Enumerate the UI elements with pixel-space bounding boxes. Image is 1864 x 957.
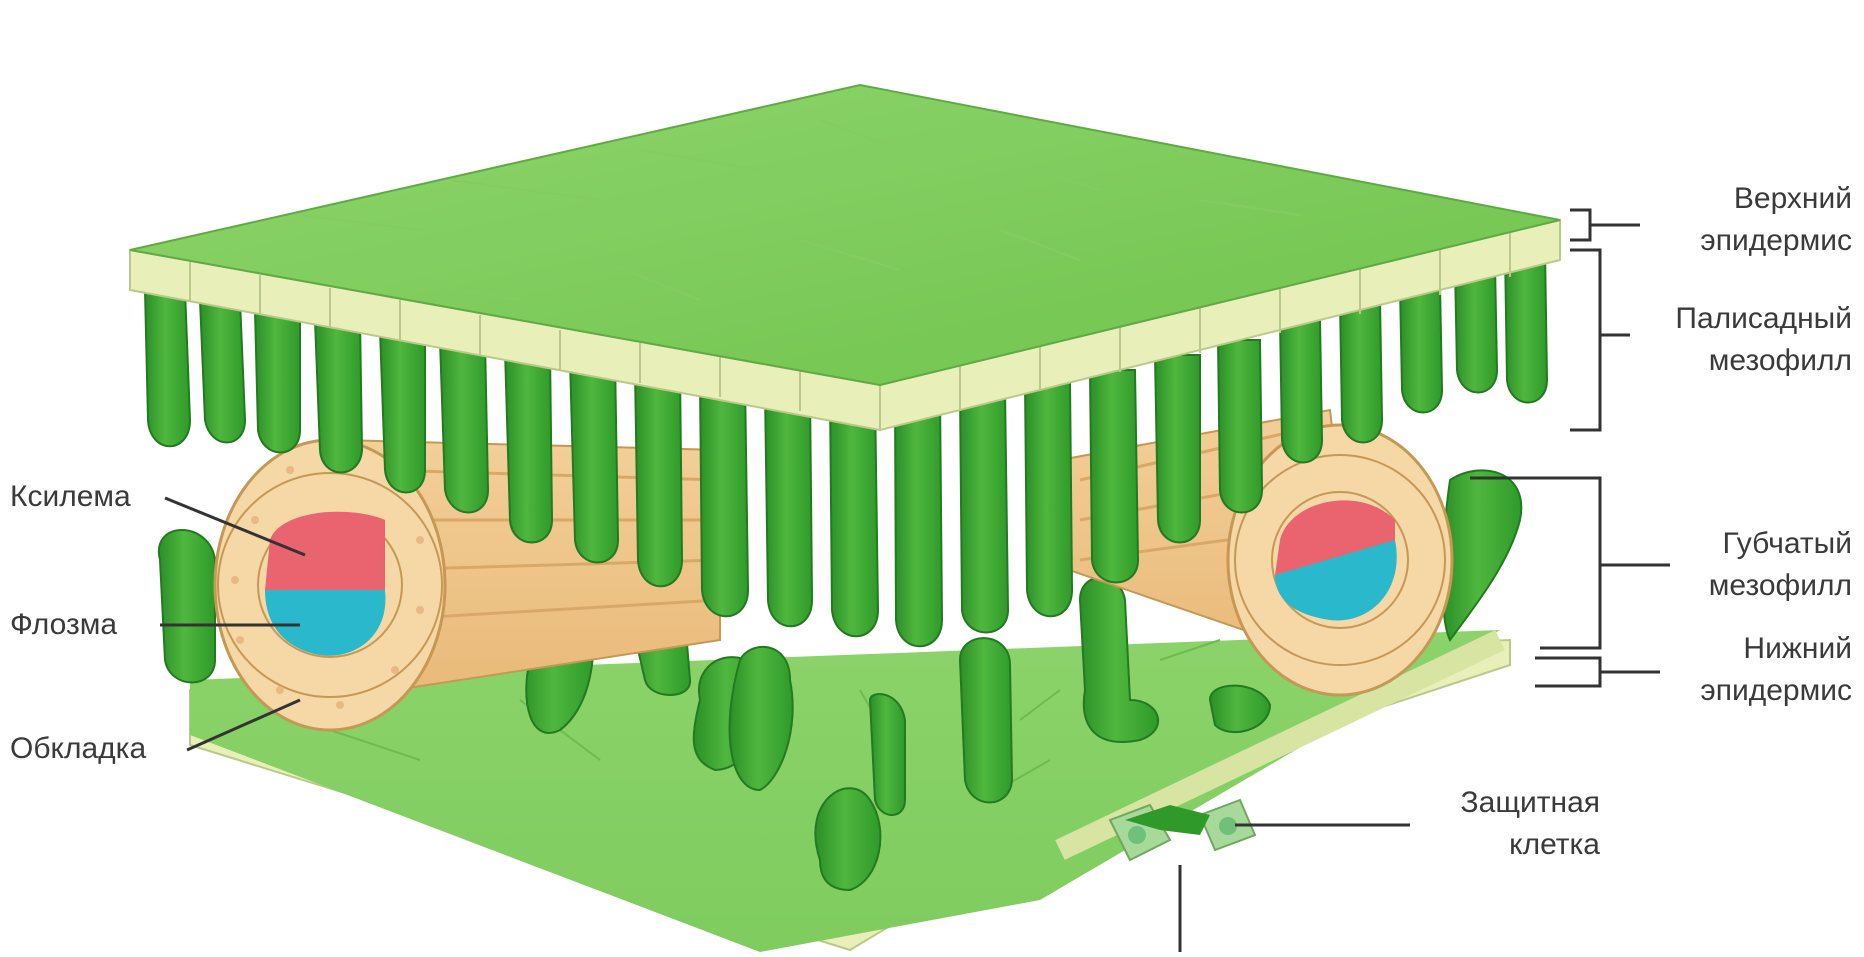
palisade-mesophyll-label-line2: мезофилл (1620, 340, 1852, 382)
guard-cell-label: Защитная клетка (1400, 782, 1600, 866)
layer-brackets (1470, 210, 1670, 686)
upper-epidermis-bracket (1570, 210, 1640, 240)
spongy-mesophyll-label-line1: Губчатый (1660, 523, 1852, 565)
palisade-mesophyll-label: Палисадный мезофилл (1620, 298, 1852, 382)
upper-epidermis-label: Верхний эпидермис (1640, 178, 1852, 262)
phloem-label: Флозма (10, 604, 117, 646)
palisade-mesophyll-label-line1: Палисадный (1620, 298, 1852, 340)
lower-epidermis-label-line1: Нижний (1640, 628, 1852, 670)
guard-cell-label-line2: клетка (1400, 824, 1600, 866)
spongy-mesophyll-label-line2: мезофилл (1660, 565, 1852, 607)
xylem-label: Ксилема (10, 476, 131, 518)
lower-epidermis-label-line2: эпидермис (1640, 670, 1852, 712)
upper-epidermis-label-line2: эпидермис (1640, 220, 1852, 262)
guard-cell-label-line1: Защитная (1400, 782, 1600, 824)
spongy-mesophyll-label: Губчатый мезофилл (1660, 523, 1852, 607)
lower-epidermis-label: Нижний эпидермис (1640, 628, 1852, 712)
upper-epidermis-label-line1: Верхний (1640, 178, 1852, 220)
bundle-sheath-label: Обкладка (10, 728, 146, 770)
